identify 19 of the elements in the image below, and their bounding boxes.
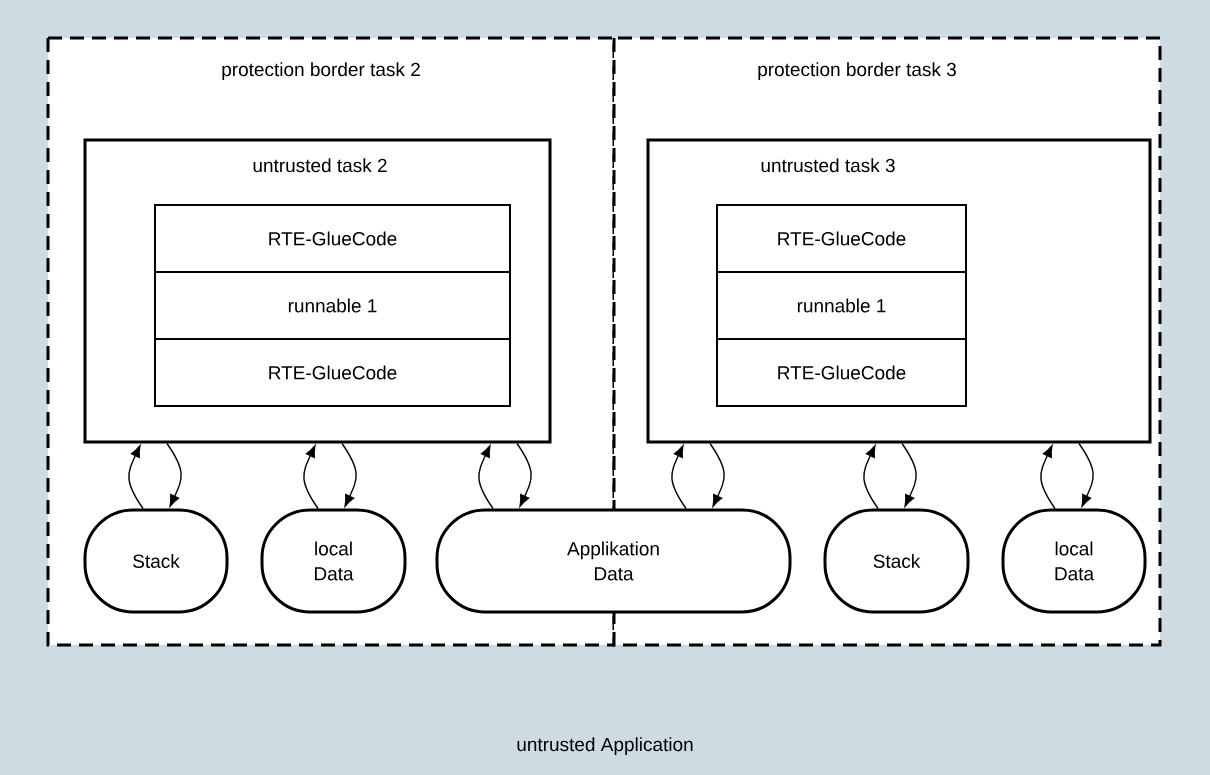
arrow [901,442,917,507]
code-row: RTE-GlueCode [154,338,511,407]
arrow [516,442,532,507]
code-row: runnable 1 [154,271,511,340]
arrow [341,442,357,507]
arrow [1078,442,1094,507]
arrow [1040,445,1056,510]
code-row: RTE-GlueCode [716,204,967,273]
arrow [478,445,494,510]
code-row: RTE-GlueCode [154,204,511,273]
code-row: RTE-GlueCode [716,338,967,407]
arrow [863,445,879,510]
arrow [303,445,319,510]
code-row: runnable 1 [716,271,967,340]
arrow [166,442,182,507]
arrow [709,442,725,507]
data-store: Applikation Data [435,508,792,614]
arrow [128,445,144,510]
arrow [671,445,687,510]
